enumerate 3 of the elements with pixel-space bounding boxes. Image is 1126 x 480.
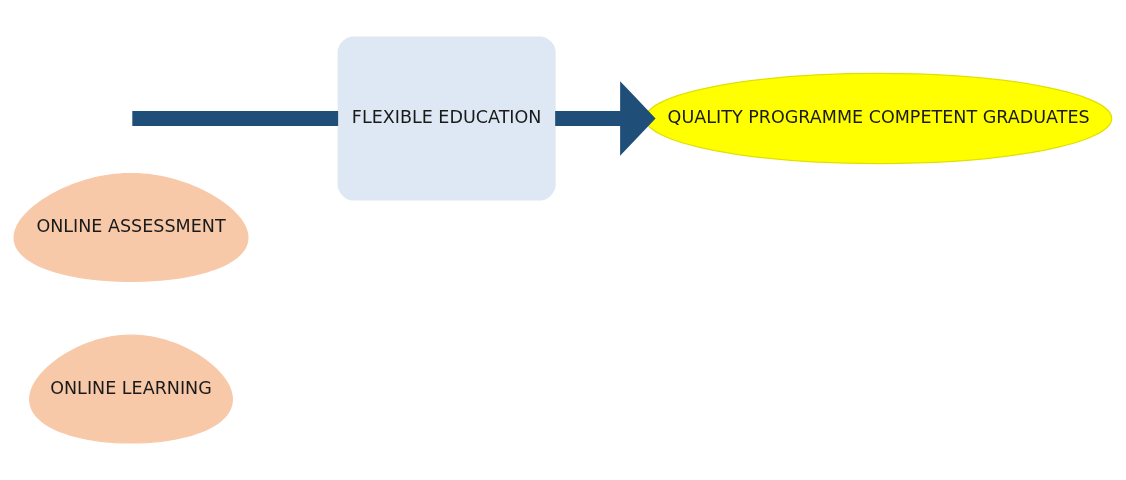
arrow — [555, 81, 656, 156]
connector — [132, 110, 339, 126]
node-box: FLEXIBLE EDUCATION — [337, 36, 556, 201]
